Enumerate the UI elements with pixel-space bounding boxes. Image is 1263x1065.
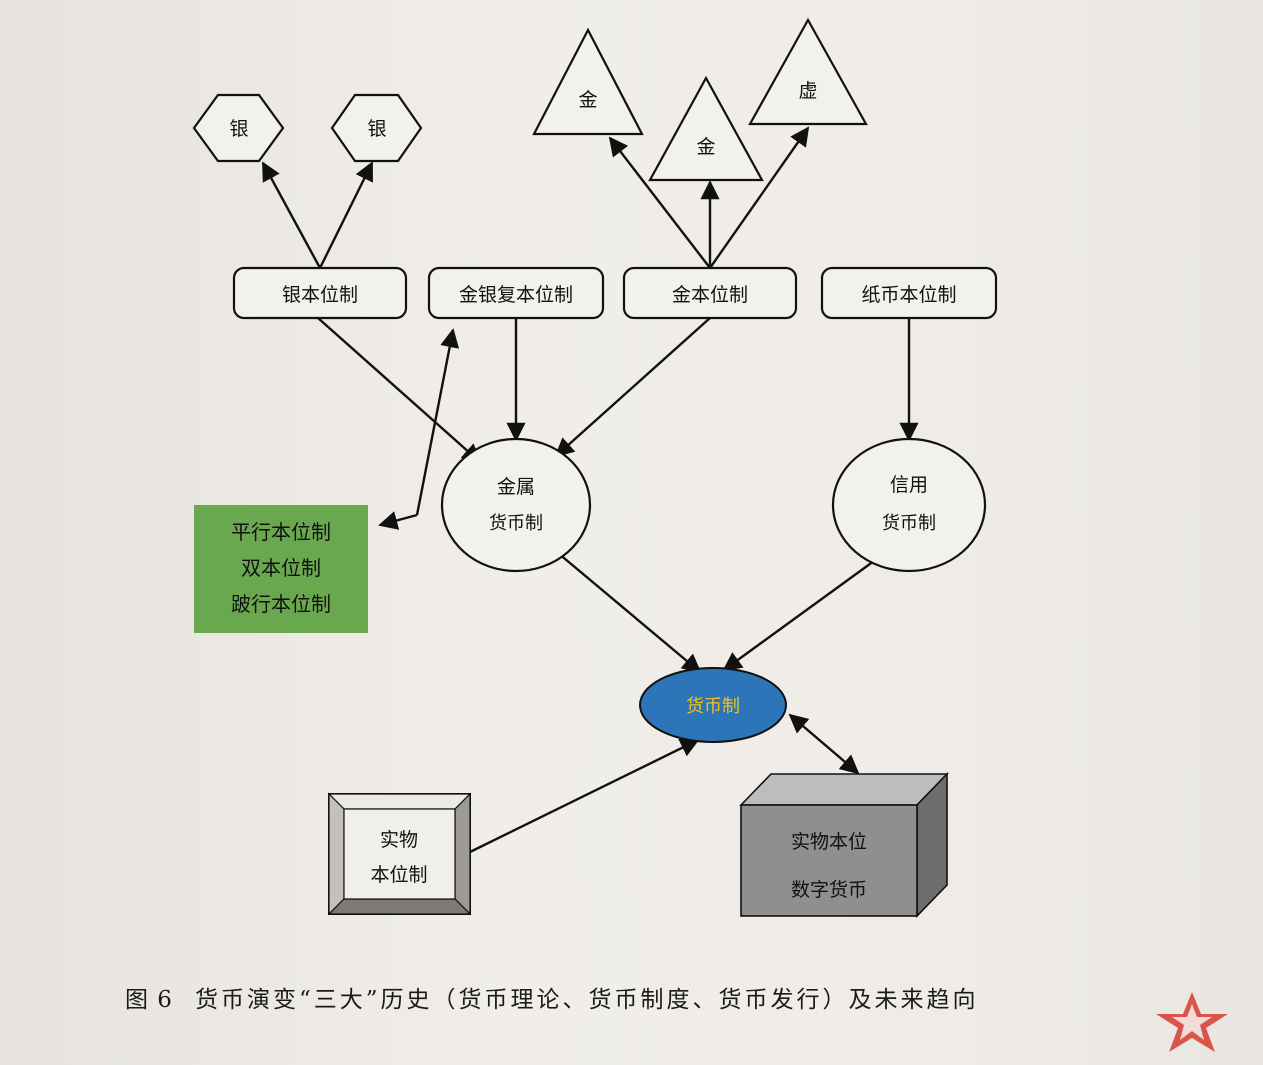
silver-standard-box: 银本位制 bbox=[232, 266, 408, 320]
metal-money-label-1: 金属 bbox=[497, 476, 535, 498]
parallel-standard-label: 平行本位制 bbox=[231, 520, 331, 544]
digital-label-1: 实物本位 bbox=[791, 831, 867, 853]
arrow-silver-std-to-metal bbox=[317, 317, 482, 464]
star-logo-icon bbox=[1156, 992, 1228, 1052]
arrow-credit-to-monetary bbox=[722, 552, 886, 672]
credit-money-label-2: 货币制 bbox=[882, 513, 936, 534]
gold-triangle-left: 金 bbox=[532, 27, 644, 136]
commodity-label-2: 本位制 bbox=[370, 864, 427, 886]
credit-money-circle: 信用 货币制 bbox=[831, 437, 987, 573]
commodity-standard-frame: 实物 本位制 bbox=[327, 792, 472, 916]
arrow-monetary-digital bbox=[788, 713, 860, 775]
figure-caption-text: 货币演变“三大”历史（货币理论、货币制度、货币发行）及未来趋向 bbox=[194, 987, 979, 1013]
arrow-gold-std-to-metal bbox=[554, 317, 711, 458]
bimetallic-standard-label: 金银复本位制 bbox=[459, 284, 573, 306]
dual-standard-label: 双本位制 bbox=[241, 556, 321, 580]
limping-standard-label: 跛行本位制 bbox=[231, 592, 331, 616]
digital-currency-cube: 实物本位 数字货币 bbox=[739, 772, 949, 918]
bimetallic-standard-box: 金银复本位制 bbox=[427, 266, 605, 320]
gold-tri-label: 金 bbox=[696, 136, 715, 158]
gold-standard-label: 金本位制 bbox=[672, 284, 748, 306]
digital-label-2: 数字货币 bbox=[791, 879, 867, 901]
arrow-silver-to-hex1 bbox=[261, 161, 322, 269]
monetary-system-label: 货币制 bbox=[686, 696, 740, 717]
connectors bbox=[261, 126, 919, 854]
metal-money-label-2: 货币制 bbox=[489, 513, 543, 534]
silver-hex-label: 银 bbox=[229, 118, 248, 140]
silver-hex-label: 银 bbox=[367, 118, 386, 140]
commodity-label-1: 实物 bbox=[380, 829, 418, 851]
credit-money-label-1: 信用 bbox=[890, 474, 928, 496]
metal-money-circle: 金属 货币制 bbox=[440, 437, 592, 573]
silver-hexagon-left: 银 bbox=[192, 93, 285, 163]
gold-triangle-middle: 金 bbox=[648, 75, 764, 182]
monetary-system-ellipse: 货币制 bbox=[639, 667, 787, 743]
arrow-commodity-to-monetary bbox=[469, 738, 700, 854]
virtual-tri-label: 虚 bbox=[798, 80, 817, 102]
arrow-gold-to-virtual bbox=[709, 126, 810, 269]
figure-caption: 图 6 货币演变“三大”历史（货币理论、货币制度、货币发行）及未来趋向 bbox=[125, 980, 978, 1014]
paper-standard-box: 纸币本位制 bbox=[820, 266, 998, 320]
gold-tri-label: 金 bbox=[578, 89, 597, 111]
arrow-bimetal-parallel bbox=[415, 328, 460, 516]
arrow-gold-to-tri1 bbox=[608, 136, 711, 269]
gold-standard-box: 金本位制 bbox=[622, 266, 798, 320]
parallel-standard-box: 平行本位制 双本位制 跛行本位制 bbox=[194, 505, 368, 633]
silver-standard-label: 银本位制 bbox=[282, 284, 358, 306]
arrow-to-parallel-box bbox=[378, 511, 418, 530]
silver-hexagon-right: 银 bbox=[330, 93, 423, 163]
arrow-silver-to-hex2 bbox=[318, 161, 374, 269]
virtual-triangle: 虚 bbox=[748, 17, 868, 126]
figure-number: 图 6 bbox=[125, 987, 173, 1013]
paper-standard-label: 纸币本位制 bbox=[861, 284, 956, 306]
arrow-metal-to-monetary bbox=[557, 552, 702, 674]
